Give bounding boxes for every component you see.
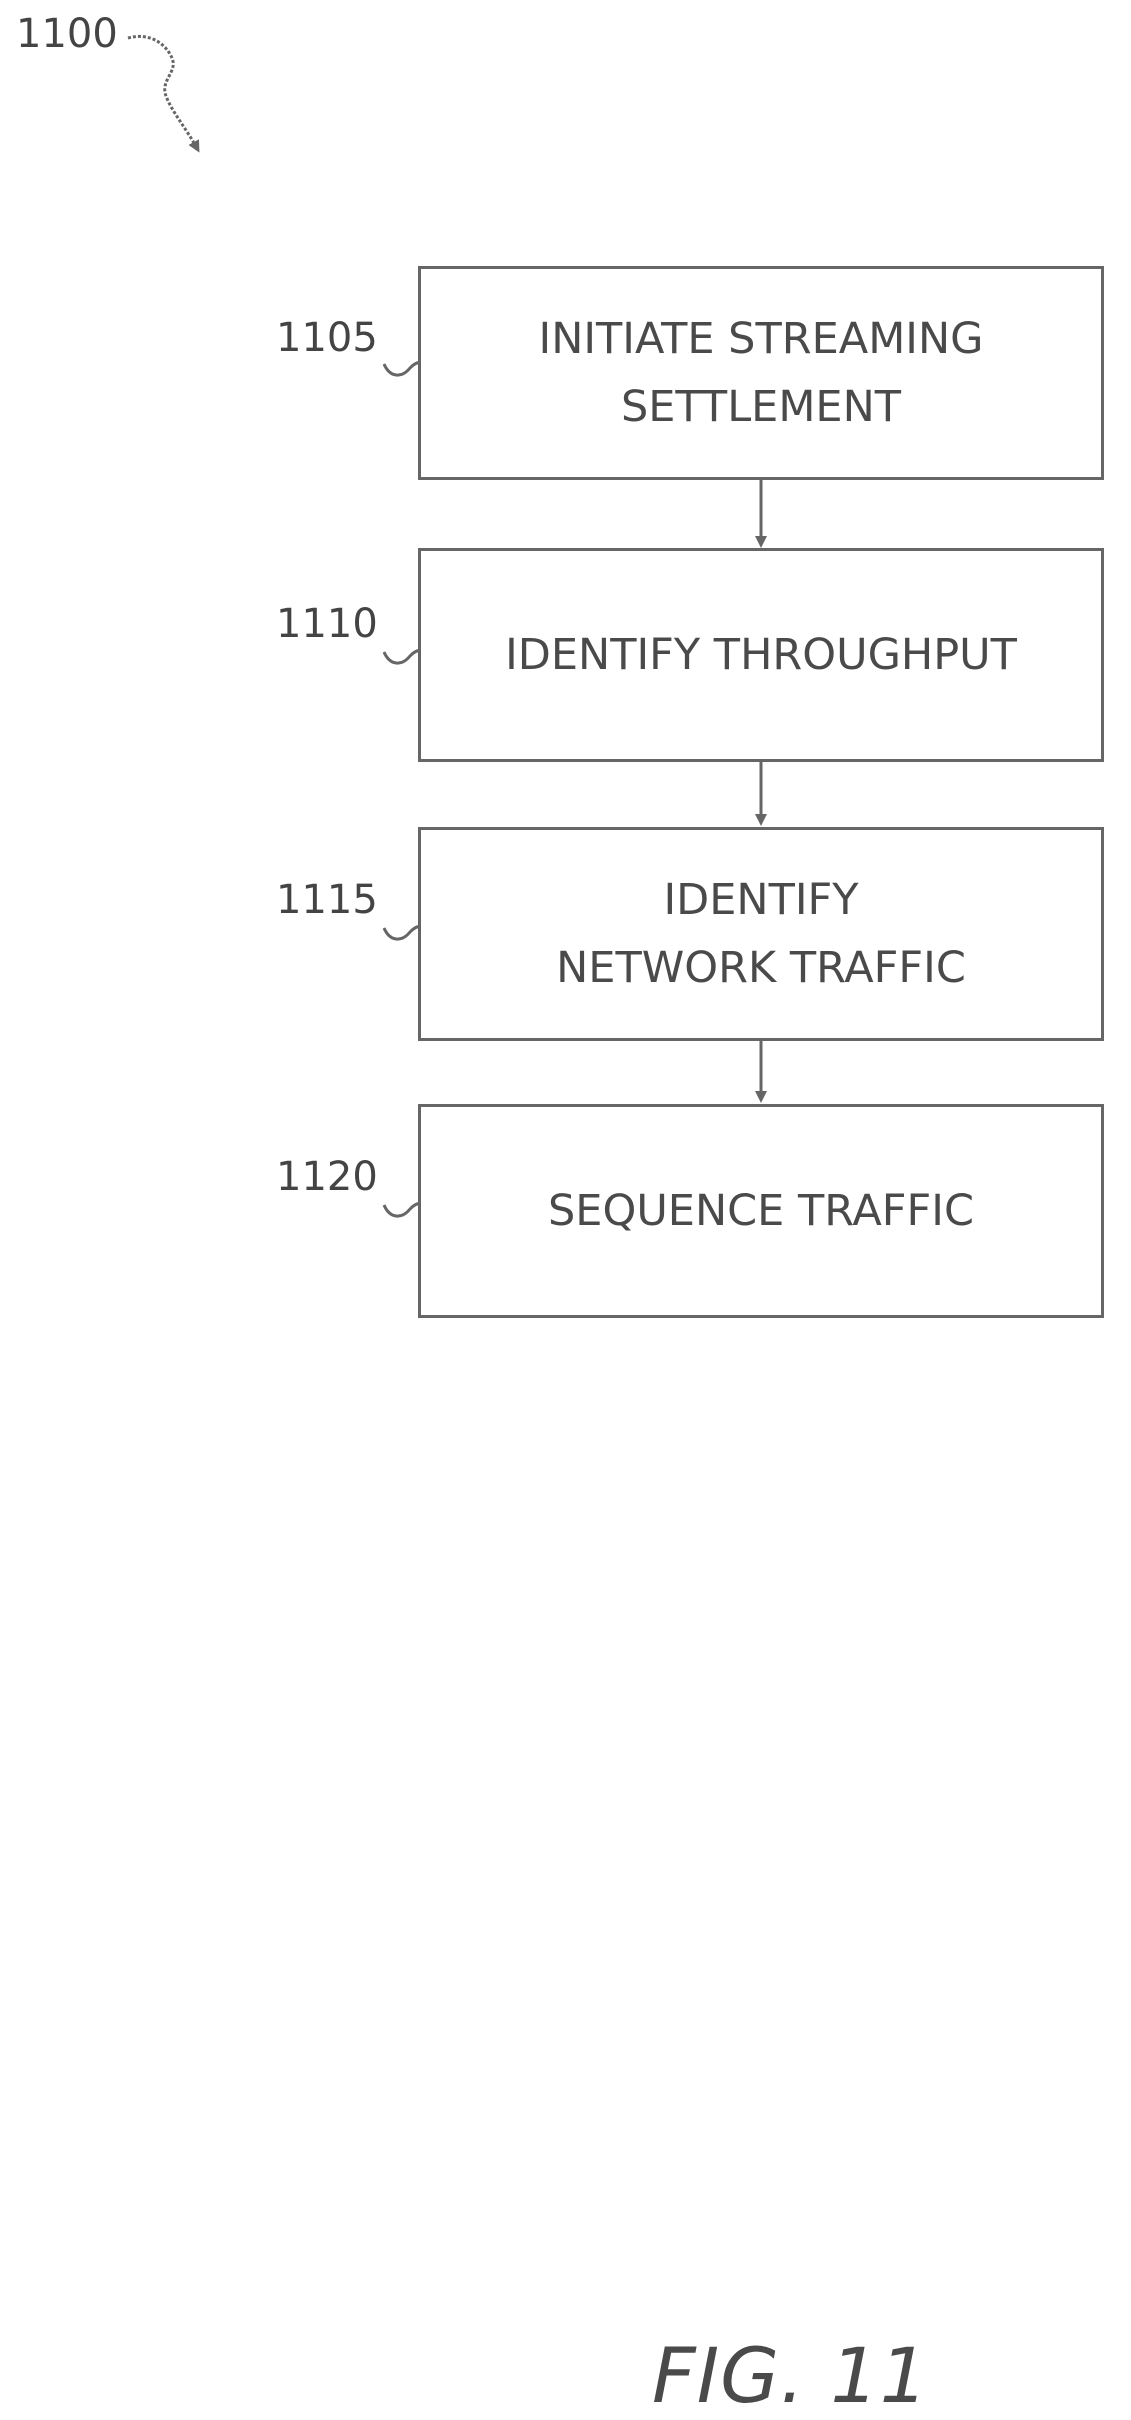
step-4-line-1: SEQUENCE TRAFFIC (548, 1177, 974, 1245)
figure-reference-leader (128, 36, 198, 150)
step-1-line-2: SETTLEMENT (621, 373, 901, 441)
step-1-leader (384, 363, 422, 375)
step-1-line-1: INITIATE STREAMING (539, 305, 984, 373)
step-2-box: IDENTIFY THROUGHPUT (418, 548, 1104, 762)
step-3-line-1: IDENTIFY (663, 866, 858, 934)
step-4-ref: 1120 (276, 1157, 378, 1197)
step-3-leader (384, 927, 422, 939)
step-2-ref: 1110 (276, 604, 378, 644)
step-1-ref: 1105 (276, 318, 378, 358)
step-3-box: IDENTIFY NETWORK TRAFFIC (418, 827, 1104, 1041)
step-2-line-1: IDENTIFY THROUGHPUT (505, 621, 1017, 689)
step-3-line-2: NETWORK TRAFFIC (556, 934, 966, 1002)
step-2-leader (384, 651, 422, 663)
step-1-box: INITIATE STREAMING SETTLEMENT (418, 266, 1104, 480)
figure-caption: FIG. 11 (652, 2338, 929, 2414)
step-4-box: SEQUENCE TRAFFIC (418, 1104, 1104, 1318)
step-4-leader (384, 1204, 422, 1216)
step-3-ref: 1115 (276, 880, 378, 920)
